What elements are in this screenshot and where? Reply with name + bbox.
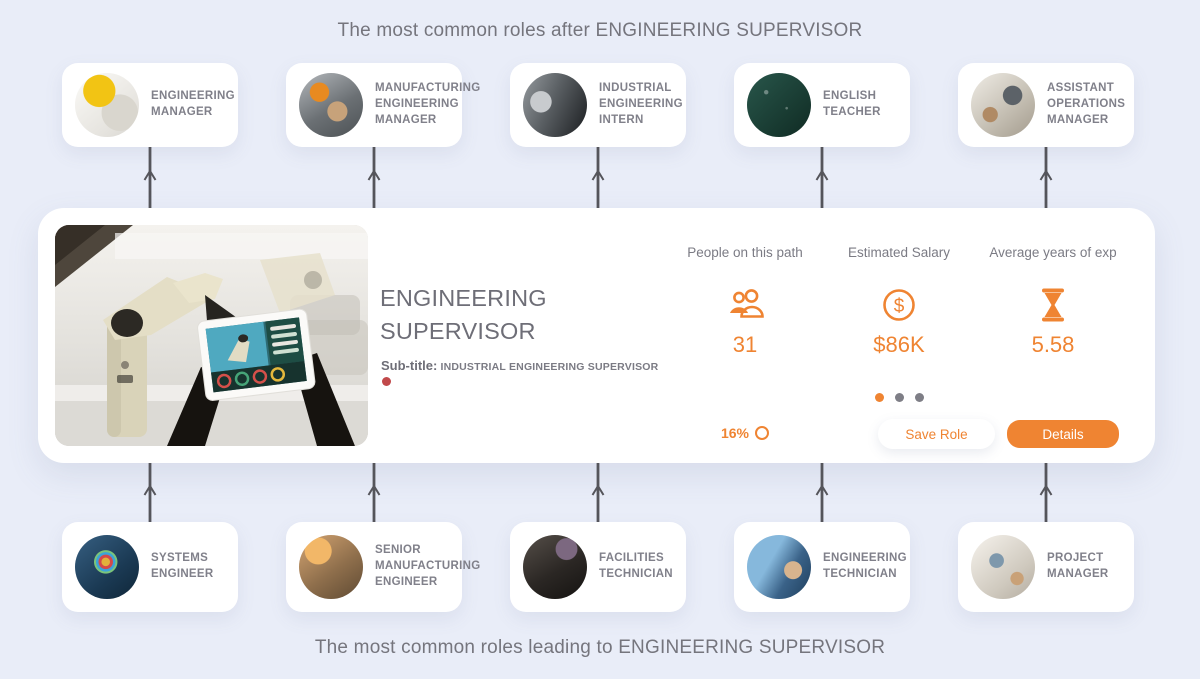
avatar-grayscale-machinery	[523, 73, 587, 137]
top-heading: The most common roles after ENGINEERING …	[337, 20, 863, 41]
stat-estimated-salary: Estimated Salary $ $86K	[822, 245, 976, 358]
up-arrow-connector	[367, 147, 381, 208]
avatar-equipment-repair	[523, 535, 587, 599]
role-label: MANUFACTURING ENGINEERING MANAGER	[375, 82, 481, 126]
previous-role-card-engineering-technician[interactable]: ENGINEERING TECHNICIAN	[734, 522, 910, 612]
stat-label: Estimated Salary	[847, 245, 951, 260]
details-button[interactable]: Details	[1007, 420, 1119, 448]
bottom-heading: The most common roles leading to ENGINEE…	[314, 637, 886, 658]
avatar-workspace-desk	[971, 535, 1035, 599]
carousel-dot-2[interactable]	[894, 393, 904, 402]
role-label: ENGINEERING MANAGER	[151, 90, 235, 118]
progress-ring-icon	[755, 426, 770, 440]
up-arrow-connector	[143, 147, 157, 208]
avatar-office-desk	[971, 73, 1035, 137]
previous-role-card-senior-manufacturing-engineer[interactable]: SENIOR MANUFACTURING ENGINEER	[286, 522, 480, 612]
save-role-button[interactable]: Save Role	[878, 419, 995, 449]
up-arrow-connector	[143, 463, 157, 522]
role-label: SYSTEMS ENGINEER	[151, 552, 214, 580]
next-role-card-engineering-manager[interactable]: ENGINEERING MANAGER	[62, 63, 238, 147]
subtitle-value: INDUSTRIAL ENGINEERING SUPERVISOR	[437, 361, 659, 373]
role-label: PROJECT MANAGER	[1047, 552, 1109, 580]
previous-role-card-project-manager[interactable]: PROJECT MANAGER	[958, 522, 1134, 612]
up-arrow-connector	[591, 463, 605, 522]
avatar-factory-worker	[299, 73, 363, 137]
stat-label: People on this path	[687, 245, 803, 260]
next-role-card-assistant-operations-manager[interactable]: ASSISTANT OPERATIONS MANAGER	[958, 63, 1134, 147]
focused-role-card: ENGINEERING SUPERVISOR Sub-title: INDUST…	[38, 208, 1155, 463]
stat-value: 31	[732, 332, 758, 357]
stat-average-years-exp: Average years of exp 5.58	[976, 245, 1130, 358]
next-role-card-manufacturing-engineering-manager[interactable]: MANUFACTURING ENGINEERING MANAGER	[286, 63, 480, 147]
avatar-hardhat-and-blueprints	[75, 73, 139, 137]
stat-label: Average years of exp	[989, 245, 1117, 260]
people-icon	[668, 285, 822, 325]
stat-value: $86K	[873, 332, 925, 357]
hourglass-icon	[976, 285, 1130, 325]
role-label: INDUSTRIAL ENGINEERING INTERN	[599, 82, 683, 126]
avatar-warm-factory-floor	[299, 535, 363, 599]
up-arrow-connector	[1039, 147, 1053, 208]
match-percent-value: 16%	[720, 425, 750, 441]
up-arrow-connector	[1039, 463, 1053, 522]
match-percent: 16%	[668, 425, 822, 441]
stat-value: 5.58	[1031, 332, 1075, 357]
carousel-dots	[822, 389, 976, 407]
previous-role-card-facilities-technician[interactable]: FACILITIES TECHNICIAN	[510, 522, 686, 612]
up-arrow-connector	[815, 463, 829, 522]
next-role-card-industrial-engineering-intern[interactable]: INDUSTRIAL ENGINEERING INTERN	[510, 63, 686, 147]
stats-row: People on this path 31 Estimated Salary …	[668, 245, 1130, 358]
up-arrow-connector	[367, 463, 381, 522]
avatar-blueprint-tablet	[747, 535, 811, 599]
stat-people-on-path: People on this path 31	[668, 245, 822, 358]
up-arrow-connector	[815, 147, 829, 208]
svg-text:$: $	[894, 296, 905, 317]
role-label: FACILITIES TECHNICIAN	[599, 552, 673, 580]
focused-role-title: ENGINEERING SUPERVISOR	[380, 285, 547, 345]
role-label: ASSISTANT OPERATIONS MANAGER	[1047, 82, 1126, 126]
engineer-with-tablet-robot-photo	[55, 225, 368, 446]
next-role-card-english-teacher[interactable]: ENGLISH TEACHER	[734, 63, 910, 147]
carousel-dot-1[interactable]	[874, 393, 884, 402]
avatar-digital-engineer	[75, 535, 139, 599]
role-label: ENGLISH TEACHER	[823, 90, 881, 118]
previous-role-card-systems-engineer[interactable]: SYSTEMS ENGINEER	[62, 522, 238, 612]
dollar-circle-icon: $	[822, 285, 976, 325]
focused-role-subtitle: Sub-title: INDUSTRIAL ENGINEERING SUPERV…	[381, 357, 658, 375]
role-label: ENGINEERING TECHNICIAN	[823, 552, 907, 580]
role-label: SENIOR MANUFACTURING ENGINEER	[375, 544, 481, 588]
subtitle-label: Sub-title:	[381, 358, 438, 373]
carousel-dot-3[interactable]	[914, 393, 924, 402]
red-status-dot	[382, 377, 391, 386]
avatar-green-chalkboard	[747, 73, 811, 137]
up-arrow-connector	[591, 147, 605, 208]
